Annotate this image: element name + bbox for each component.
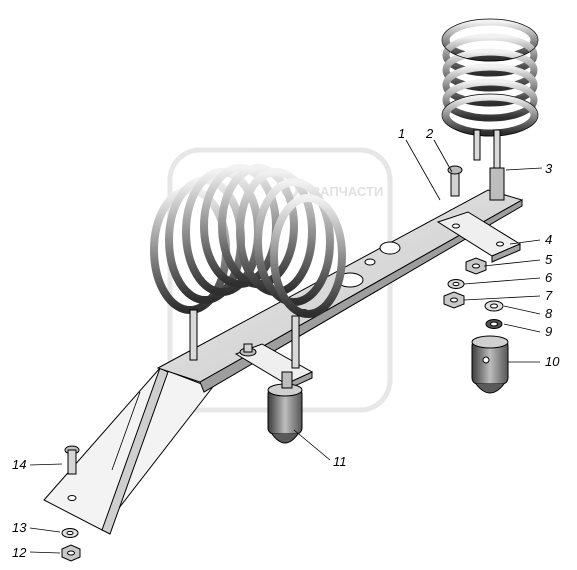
callout-8: 8 bbox=[545, 306, 553, 321]
bolt-2 bbox=[447, 165, 463, 197]
right-coil bbox=[441, 18, 539, 201]
leader-lines bbox=[29, 139, 543, 554]
callout-labels: 1 2 3 4 5 6 7 8 9 10 11 12 13 14 bbox=[12, 126, 560, 560]
stud-bolt-near-clamp bbox=[239, 343, 257, 357]
watermark-text: ЗАПЧАСТИ bbox=[312, 184, 383, 199]
callout-2: 2 bbox=[425, 126, 434, 141]
callout-12: 12 bbox=[12, 545, 27, 560]
nut-7 bbox=[443, 291, 465, 309]
callout-14: 14 bbox=[12, 457, 26, 472]
callout-5: 5 bbox=[545, 252, 553, 267]
callout-10: 10 bbox=[545, 354, 560, 369]
support-bracket bbox=[43, 367, 213, 535]
callout-13: 13 bbox=[12, 520, 27, 535]
washer-13 bbox=[61, 528, 79, 538]
callout-4: 4 bbox=[545, 232, 552, 247]
clamp-10 bbox=[471, 335, 509, 394]
callout-7: 7 bbox=[545, 288, 553, 303]
callout-1: 1 bbox=[398, 126, 405, 141]
bolt-14 bbox=[64, 445, 80, 475]
washer-6 bbox=[447, 279, 465, 289]
callout-3: 3 bbox=[545, 161, 553, 176]
washer-9 bbox=[485, 319, 503, 329]
clamp-11 bbox=[267, 371, 303, 444]
callout-6: 6 bbox=[545, 270, 553, 285]
left-coil bbox=[150, 164, 346, 369]
cross-plate bbox=[436, 211, 522, 263]
washer-8 bbox=[484, 300, 504, 312]
nut-5 bbox=[465, 257, 487, 275]
callout-11: 11 bbox=[333, 454, 347, 469]
callout-9: 9 bbox=[545, 324, 552, 339]
nut-12 bbox=[61, 544, 81, 562]
